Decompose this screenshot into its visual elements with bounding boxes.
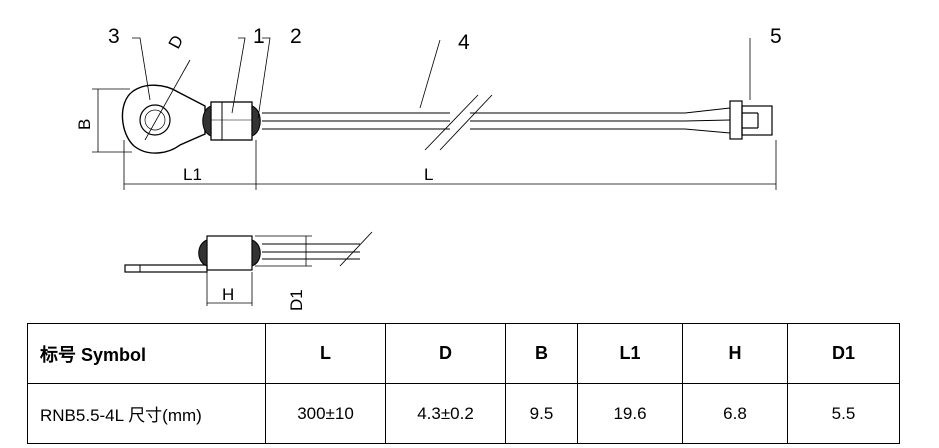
- dim-d1-label: D1: [287, 289, 306, 311]
- epoxy-head-left: [202, 105, 212, 137]
- side-view: [124, 231, 373, 273]
- table-row: RNB5.5-4L 尺寸(mm) 300±10 4.3±0.2 9.5 19.6…: [27, 383, 900, 444]
- epoxy-head-right: [251, 105, 261, 137]
- spec-table: 标号 Symbol L D B L1 H D1 RNB5.5-4L 尺寸(mm)…: [27, 323, 900, 444]
- header-symbol: 标号 Symbol: [27, 323, 266, 384]
- table-header-row: 标号 Symbol L D B L1 H D1: [27, 323, 900, 384]
- ring-terminal: [121, 84, 206, 154]
- dim-h-label: H: [222, 285, 234, 304]
- lead-wires: [262, 94, 731, 151]
- callout-3: 3: [108, 25, 120, 48]
- callout-5: 5: [770, 25, 782, 48]
- dim-l-lines: [123, 140, 777, 190]
- callout-d: D: [165, 32, 188, 52]
- cell-l1: 19.6: [577, 383, 683, 444]
- header-l: L: [265, 323, 386, 384]
- dim-b-label: B: [75, 119, 94, 130]
- header-l1: L1: [577, 323, 683, 384]
- sensor-drawing: 3 D 1 2 4 5 B L1 L H D1: [75, 25, 782, 311]
- cell-d: 4.3±0.2: [385, 383, 506, 444]
- crimp-sleeve: [210, 101, 253, 141]
- header-b: B: [505, 323, 578, 384]
- dim-l-label: L: [424, 165, 433, 184]
- cell-l: 300±10: [265, 383, 386, 444]
- dim-b-lines: [92, 88, 132, 153]
- cell-h: 6.8: [682, 383, 788, 444]
- cell-d1: 5.5: [787, 383, 900, 444]
- callout-1: 1: [253, 25, 265, 48]
- leader-lines: [132, 37, 751, 141]
- header-h: H: [682, 323, 788, 384]
- dim-l1-label: L1: [183, 165, 202, 184]
- header-d1: D1: [787, 323, 900, 384]
- cell-b: 9.5: [505, 383, 578, 444]
- callout-4: 4: [458, 31, 470, 54]
- header-d: D: [385, 323, 506, 384]
- cell-model: RNB5.5-4L 尺寸(mm): [27, 383, 266, 444]
- connector: [729, 100, 773, 140]
- dim-h-lines: [206, 235, 312, 306]
- callout-2: 2: [290, 25, 302, 48]
